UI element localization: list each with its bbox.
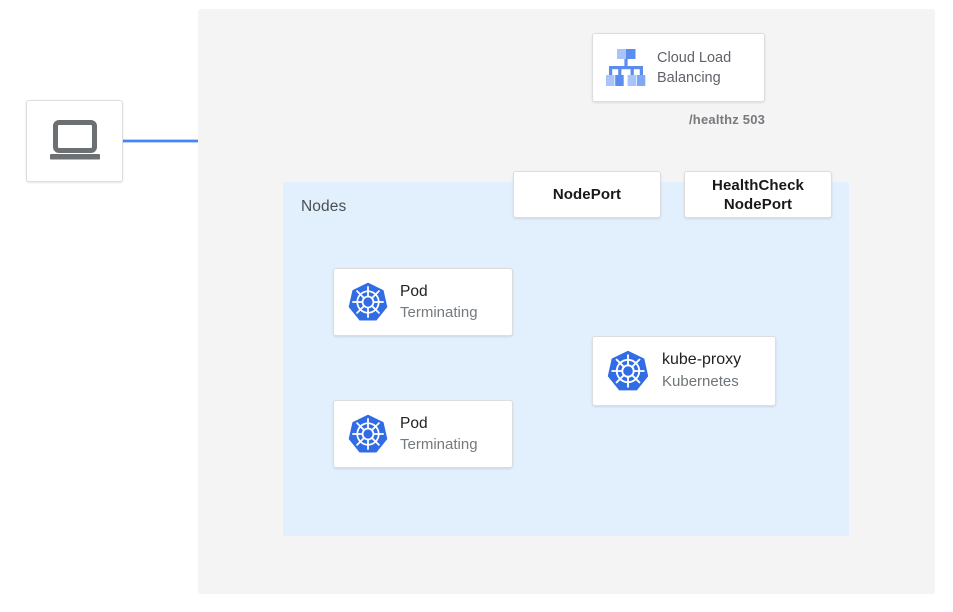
cloud-load-balancing-label-line2: Balancing bbox=[657, 69, 721, 86]
cloud-load-balancing-label: Cloud Load Balancing bbox=[657, 48, 731, 88]
healthcheck-nodeport-label: HealthCheck NodePort bbox=[712, 176, 804, 214]
healthcheck-nodeport-label-line1: HealthCheck bbox=[712, 176, 804, 194]
client-node[interactable] bbox=[26, 100, 123, 182]
kube-proxy-card[interactable]: kube-proxy Kubernetes bbox=[592, 336, 776, 406]
pod-card-1-title: Pod bbox=[400, 283, 428, 300]
kube-proxy-title: kube-proxy bbox=[662, 351, 742, 368]
kube-proxy-text: kube-proxy Kubernetes bbox=[662, 349, 741, 393]
pod-card-2-text: Pod Terminating bbox=[400, 413, 478, 455]
nodeport-label-line1: NodePort bbox=[552, 186, 622, 203]
laptop-icon bbox=[49, 120, 101, 162]
pod-card-2-title: Pod bbox=[400, 415, 428, 432]
healthz-503-label: /healthz 503 bbox=[689, 112, 766, 127]
nodeport-box[interactable]: NodePort bbox=[513, 171, 661, 218]
nodes-panel-label: Nodes bbox=[301, 198, 347, 215]
healthcheck-nodeport-label-line2: NodePort bbox=[723, 195, 793, 213]
pod-card-1-subtitle: Terminating bbox=[400, 304, 478, 321]
kubernetes-icon bbox=[606, 349, 650, 393]
pod-card-1-text: Pod Terminating bbox=[400, 281, 478, 323]
pod-card-2[interactable]: Pod Terminating bbox=[333, 400, 513, 468]
pod-card-1[interactable]: Pod Terminating bbox=[333, 268, 513, 336]
pod-card-2-subtitle: Terminating bbox=[400, 436, 478, 453]
kube-proxy-subtitle: Kubernetes bbox=[662, 373, 739, 390]
kubernetes-icon bbox=[347, 281, 389, 323]
cloud-load-balancing-node[interactable]: Cloud Load Balancing bbox=[592, 33, 765, 102]
nodeport-label: NodePort bbox=[553, 185, 621, 204]
healthcheck-nodeport-box[interactable]: HealthCheck NodePort bbox=[684, 171, 832, 218]
kubernetes-icon bbox=[347, 413, 389, 455]
cloud-load-balancing-label-line1: Cloud Load bbox=[657, 49, 732, 66]
cloud-load-balancing-icon bbox=[604, 47, 648, 89]
